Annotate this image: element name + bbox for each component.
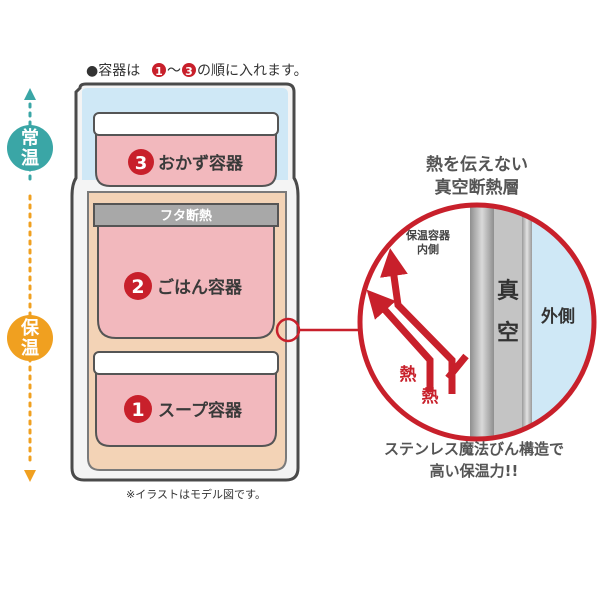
soup-number-badge	[124, 395, 152, 423]
vacuum-layer	[494, 205, 522, 439]
detail-heading-line2: 真空断熱層	[435, 177, 520, 198]
instruction-line: ●容器は 1 ～ 3 の順に入れます。	[86, 62, 308, 79]
side-dish-label: おかず容器	[158, 153, 244, 174]
soup-container: 1 スープ容器	[93, 351, 279, 447]
side-dish-number: 3	[135, 153, 148, 174]
heat-arrow-deflect	[445, 353, 469, 381]
vacuum-char-2: 空	[497, 320, 519, 346]
soup-label: スープ容器	[158, 400, 243, 421]
heat-char-2: 熱	[422, 386, 439, 407]
heat-char-1: 熱	[400, 364, 417, 385]
instruction-number-a: 1	[155, 65, 163, 78]
magnified-circle-border	[357, 202, 597, 442]
magnified-wall-detail: 保温容器 内側 真 空 外側 熱 熱	[357, 202, 597, 442]
detail-heading-line1: 熱を伝えない	[426, 154, 528, 175]
inner-label-line2: 内側	[417, 242, 439, 256]
instruction-suffix: の順に入れます。	[197, 63, 308, 79]
room-temp-badge	[7, 125, 53, 171]
room-temp-arrow-icon	[24, 88, 36, 100]
inner-label-line1: 保温容器	[405, 228, 451, 242]
room-temp-char-1: 常	[21, 127, 39, 149]
instruction-tilde: ～	[167, 63, 181, 79]
keep-warm-char-2: 温	[21, 338, 39, 359]
instruction-bullet: ●	[86, 63, 98, 79]
heat-arrow-lower	[366, 289, 434, 392]
keep-warm-arrow-icon	[24, 470, 36, 482]
keep-warm-badge	[7, 315, 53, 361]
lid-insulation: フタ断熱	[93, 203, 279, 227]
soup-lid	[93, 351, 279, 375]
rice-number: 2	[131, 276, 144, 298]
instruction-number-badge-a	[152, 63, 166, 77]
model-note: ※イラストはモデル図です。	[126, 487, 266, 501]
outer-label: 外側	[541, 306, 575, 327]
rice-container: 2 ごはん容器	[97, 225, 275, 339]
lid-insulation-label: フタ断熱	[160, 208, 212, 224]
keep-warm-indicator: 保 温	[7, 194, 53, 482]
caption-line1: ステンレス魔法びん構造で	[384, 440, 564, 458]
side-dish-number-badge	[128, 149, 154, 175]
instruction-number-b: 3	[185, 65, 193, 78]
caption-line2: 高い保温力!!	[430, 462, 519, 480]
rice-bowl	[97, 225, 275, 339]
room-temp-indicator: 常 温	[7, 88, 53, 184]
outer-steel-wall	[522, 205, 532, 439]
rice-label: ごはん容器	[157, 277, 243, 298]
side-dish-container: 3 おかず容器	[93, 112, 279, 187]
vacuum-char-1: 真	[497, 278, 519, 304]
soup-bowl	[95, 371, 277, 447]
rice-number-badge	[124, 272, 152, 300]
soup-number: 1	[131, 399, 144, 421]
lunch-jar: 3 おかず容器 フタ断熱 2 ごはん容器 1 スープ容器	[70, 82, 301, 482]
room-temp-char-2: 温	[21, 148, 39, 169]
instruction-number-badge-b	[182, 63, 196, 77]
inner-steel-wall	[470, 205, 494, 439]
svg-text:●容器は: ●容器は	[86, 62, 140, 79]
keep-warm-char-1: 保	[20, 317, 40, 339]
instruction-prefix: 容器は	[98, 62, 140, 79]
side-dish-lid	[93, 112, 279, 136]
